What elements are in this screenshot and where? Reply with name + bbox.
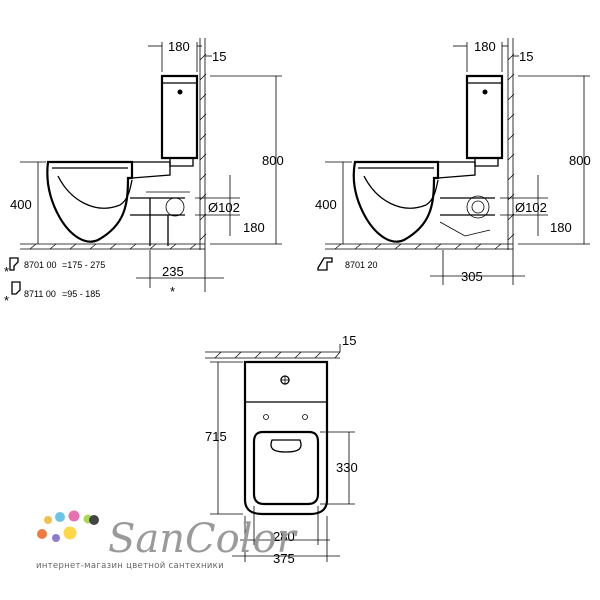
dim-total-height-left: 800 (262, 153, 284, 168)
outlet-pipe (130, 197, 185, 246)
part-range-1: =175 - 275 (62, 260, 105, 270)
cistern-outline-right (465, 74, 504, 160)
dim-inner-width-top: 280 (273, 529, 295, 544)
cistern-outline (160, 74, 199, 160)
dim-tank-depth-right: 180 (474, 39, 496, 54)
toilet-top-outline (243, 360, 329, 516)
dim-wall-gap-top: 15 (342, 333, 356, 348)
dim-outer-width-top: 375 (273, 551, 295, 566)
logo-tagline: интернет-магазин цветной сантехники (36, 561, 224, 571)
part-code-2: 8711 00 (24, 289, 56, 299)
part-connector-icon (9, 257, 19, 271)
sancolor-logo: SanColor интернет-магазин цветной сантех… (36, 510, 299, 571)
part-elbow-icon (11, 281, 21, 295)
dim-outlet-diameter-right: Ø102 (515, 200, 547, 215)
left-side-view: 180 15 800 400 Ø102 180 235 * 8701 00 =1… (4, 38, 284, 308)
seat-opening (252, 430, 320, 506)
part-connector-icon-right (317, 257, 333, 271)
dim-wall-gap-right: 15 (519, 49, 533, 64)
dim-seat-opening-top: 330 (336, 460, 358, 475)
star-note-2: * (4, 293, 9, 308)
bowl-outline (46, 160, 134, 243)
logo-brand: SanColor (108, 516, 299, 562)
dim-outlet-height-left: 180 (243, 220, 265, 235)
part-code-1: 8701 00 (24, 260, 57, 270)
part-range-2: =95 - 185 (62, 289, 100, 299)
dim-total-length-top: 715 (205, 429, 227, 444)
right-side-view: 180 15 800 400 Ø102 180 305 8701 20 (315, 38, 591, 285)
dim-outlet-offset-left: 235 (162, 264, 184, 279)
dim-total-height-right: 800 (569, 153, 591, 168)
dim-outlet-height-right: 180 (550, 220, 572, 235)
dim-outlet-offset-right: 305 (461, 269, 483, 284)
logo-dots (37, 510, 99, 542)
top-view: 15 715 330 280 375 (205, 333, 358, 566)
dim-outlet-diameter-left: Ø102 (208, 200, 240, 215)
dim-wall-gap-left: 15 (212, 49, 226, 64)
part-code-right: 8701 20 (345, 260, 378, 270)
star-note-left: * (170, 284, 175, 299)
dim-tank-depth-left: 180 (168, 39, 190, 54)
star-note-1: * (4, 264, 9, 279)
dim-seat-height-right: 400 (315, 197, 337, 212)
bowl-outline-right (352, 160, 440, 243)
dim-seat-height-left: 400 (10, 197, 32, 212)
